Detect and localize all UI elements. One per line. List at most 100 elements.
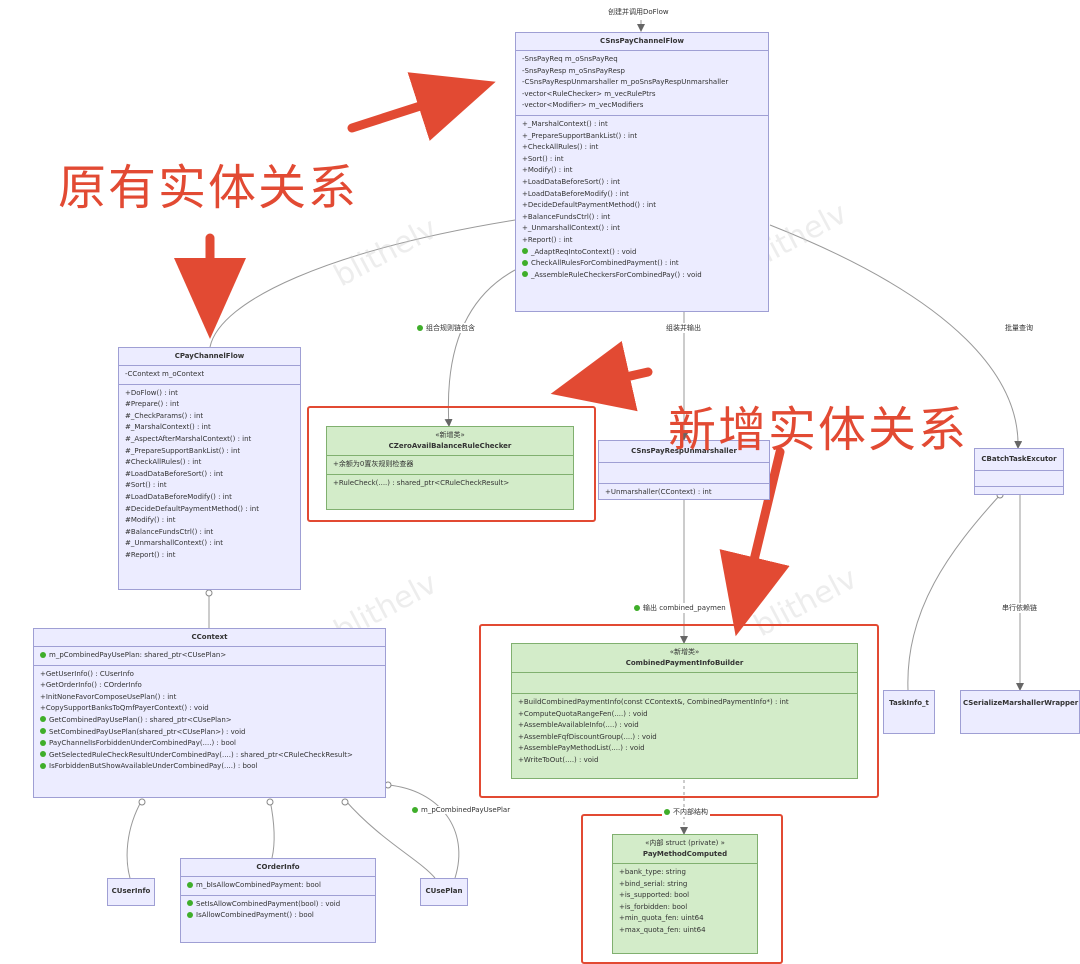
new-member-dot-icon [40,751,46,758]
method: #_MarshalContext() : int [125,423,211,432]
field: -CSnsPayRespUnmarshaller m_poSnsPayRespU… [522,78,729,87]
class-fields: -CContext m_oContext [119,366,300,385]
class-cuserinfo[interactable]: CUserInfo [107,878,155,906]
class-methods: +DoFlow() : int #Prepare() : int #_Check… [119,385,300,565]
new-method: _AssembleRuleCheckersForCombinedPay() : … [522,270,762,282]
new-member-dot-icon [634,604,640,611]
method: #Modify() : int [125,516,176,525]
edge-label-serial-batch: 串行依赖链 [1000,603,1039,613]
class-cpaychannelflow[interactable]: CPayChannelFlow -CContext m_oContext +Do… [118,347,301,590]
class-fields: +余额为0置灰规则检查器 [327,456,573,475]
class-czeroavailbalancerulechecker[interactable]: «新增类» CZeroAvailBalanceRuleChecker +余额为0… [326,426,574,510]
new-method: SetIsAllowCombinedPayment(bool) : void [187,899,369,911]
edge-label-internal-struct: 不内部结构 [662,807,710,817]
composition-marker [341,798,349,806]
composition-marker [266,798,274,806]
method: #_CheckParams() : int [125,411,204,420]
class-fields [512,673,857,694]
method: #Sort() : int [125,481,167,490]
new-member-dot-icon [187,900,193,907]
method: +BalanceFundsCtrl() : int [522,212,611,221]
field: -vector<Modifier> m_vecModifiers [522,101,644,110]
class-fields [599,463,769,484]
composition-marker [138,798,146,806]
class-csnspaychannelflow[interactable]: CSnsPayChannelFlow -SnsPayReq m_oSnsPayR… [515,32,769,312]
new-member-dot-icon [40,762,46,769]
new-field: m_pCombinedPayUsePlan: shared_ptr<CUsePl… [40,650,379,662]
class-fields: m_bIsAllowCombinedPayment: bool [181,877,375,896]
class-name: PayMethodComputed [642,850,728,858]
method: +AssembleFqfDiscountGroup(....) : void [518,732,657,741]
edge-batch-to-taskinfo [907,494,1001,691]
new-method: PayChannelIsForbiddenUnderCombinedPay(..… [40,738,379,750]
class-fields: +bank_type: string +bind_serial: string … [613,864,757,940]
method: +GetOrderInfo() : COrderInfo [40,681,142,690]
edge-context-to-orderinfo [269,799,275,859]
class-corderinfo[interactable]: COrderInfo m_bIsAllowCombinedPayment: bo… [180,858,376,943]
class-cuseplan[interactable]: CUsePlan [420,878,468,906]
class-title: CSnsPayChannelFlow [516,33,768,51]
method: #_UnmarshallContext() : int [125,539,223,548]
class-combinedpaymentinfobuilder[interactable]: «新增类» CombinedPaymentInfoBuilder +BuildC… [511,643,858,779]
class-csnspayrespunmarshaller[interactable]: CSnsPayRespUnmarshaller +Unmarshaller(CC… [598,440,770,500]
method: +WriteToOut(....) : void [518,755,599,764]
class-cserializemarshallerwrapper[interactable]: CSerializeMarshallerWrapper [960,690,1080,734]
edge-context-to-useplan-b [387,784,460,879]
class-taskinfo-t[interactable]: TaskInfo_t [883,690,935,734]
new-method: SetCombinedPayUsePlan(shared_ptr<CUsePla… [40,727,379,739]
annotation-arrow-mid [550,341,653,412]
class-ccontext[interactable]: CContext m_pCombinedPayUsePlan: shared_p… [33,628,386,798]
field: -SnsPayResp m_oSnsPayResp [522,66,625,75]
method: #BalanceFundsCtrl() : int [125,527,214,536]
edge-sns-to-batch [769,224,1023,449]
edge-label-composite-rule: 组合规则链包含 [415,323,477,333]
edge-sns-to-zerochecker [444,269,516,427]
new-member-dot-icon [187,911,193,918]
method: +AssembleAvailableInfo(....) : void [518,721,639,730]
field: +余额为0置灰规则检查器 [333,460,414,468]
new-method: IsAllowCombinedPayment() : bool [187,910,369,922]
class-title: COrderInfo [181,859,375,877]
field: -vector<RuleChecker> m_vecRulePtrs [522,89,656,98]
new-member-dot-icon [40,651,46,658]
field: +bind_serial: string [619,879,688,888]
class-title: CSnsPayRespUnmarshaller [599,441,769,463]
annotation-new-relations: 新增实体关系 [668,402,969,458]
new-relation-highlight [307,406,596,522]
method: +Report() : int [522,235,573,244]
class-methods: +Unmarshaller(CContext) : int [599,484,769,502]
method: +RuleCheck(....) : shared_ptr<CRuleCheck… [333,478,510,487]
field: -CContext m_oContext [125,370,205,378]
class-title: «新增类» CZeroAvailBalanceRuleChecker [327,427,573,456]
method: #_AspectAfterMarshalContext() : int [125,434,252,443]
new-member-dot-icon [40,739,46,746]
new-relation-highlight [479,624,879,798]
new-member-dot-icon [412,806,418,813]
class-title: CContext [34,629,385,647]
method: #Prepare() : int [125,400,180,409]
annotation-arrow-top [347,72,496,141]
method: +InitNoneFavorComposeUsePlan() : int [40,692,177,701]
new-member-dot-icon [40,728,46,735]
method: #Report() : int [125,550,176,559]
method: +CopySupportBanksToQmfPayerContext() : v… [40,704,209,713]
method: +_UnmarshallContext() : int [522,224,620,233]
class-methods: +_MarshalContext() : int +_PrepareSuppor… [516,116,768,284]
method: +Modify() : int [522,166,573,175]
class-methods [975,487,1063,502]
class-cbatchtaskexcutor[interactable]: CBatchTaskExcutor [974,448,1064,495]
new-member-dot-icon [522,248,528,254]
method: +LoadDataBeforeSort() : int [522,177,621,186]
annotation-arrow-builder [719,447,790,637]
class-methods: +RuleCheck(....) : shared_ptr<CRuleCheck… [327,475,573,493]
method: +Unmarshaller(CContext) : int [605,488,712,496]
struct-paymethodcomputed[interactable]: «内部 struct (private) » PayMethodComputed… [612,834,758,954]
edge-label-combined-use-plan: m_pCombinedPayUsePlar [410,806,513,814]
new-field: m_bIsAllowCombinedPayment: bool [187,880,369,892]
new-member-dot-icon [522,271,528,278]
field: +min_quota_fen: uint64 [619,914,704,923]
field: -SnsPayReq m_oSnsPayReq [522,55,618,63]
new-method: CheckAllRulesForCombinedPayment() : int [522,258,762,270]
method: +ComputeQuotaRangeFen(....) : void [518,709,648,718]
new-method: GetSelectedRuleCheckResultUnderCombinedP… [40,750,379,762]
